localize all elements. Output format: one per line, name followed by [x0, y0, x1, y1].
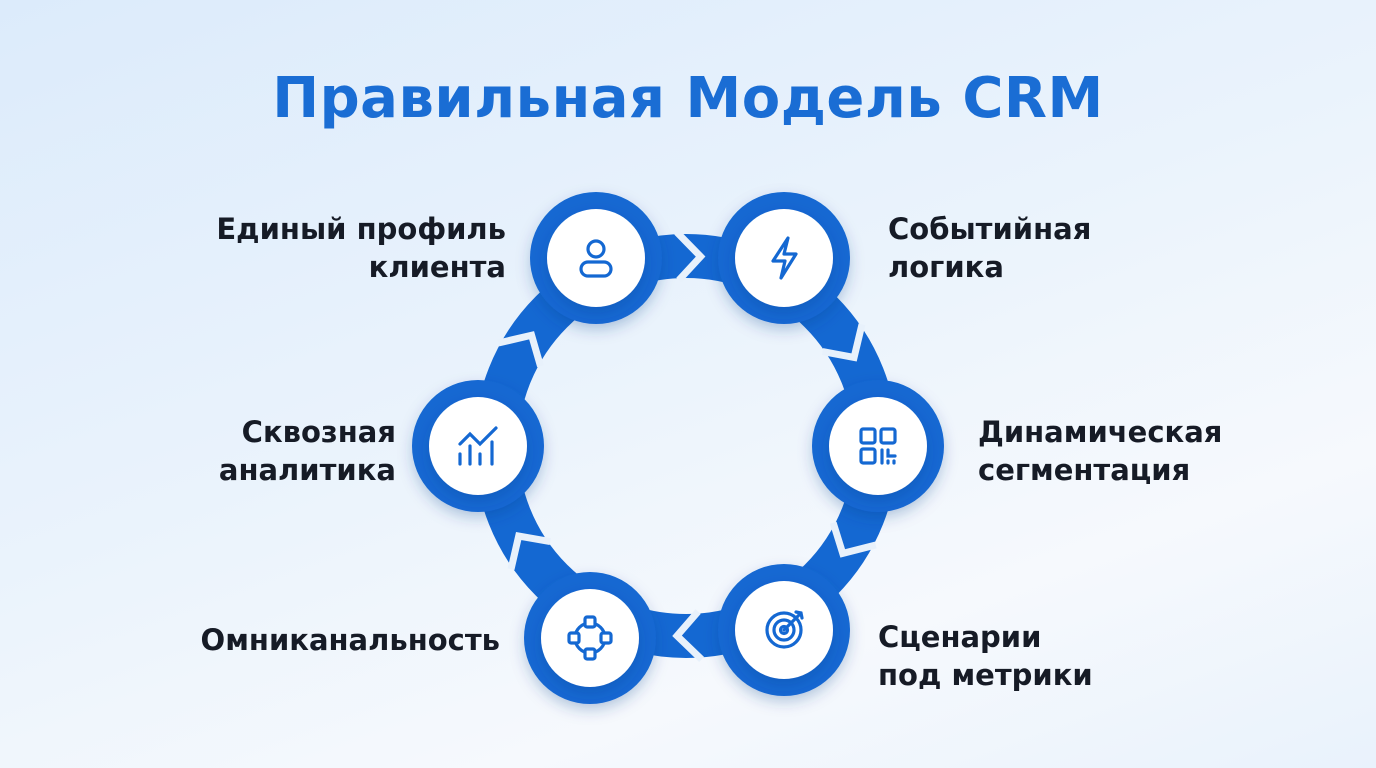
flow-chevron: [829, 521, 877, 558]
user-icon: [579, 239, 613, 278]
analytics-chart-icon: [458, 426, 498, 466]
flow-chevron: [672, 609, 705, 662]
step-node: [412, 380, 544, 512]
network-icon: [567, 615, 613, 661]
node-inner-circle: [541, 589, 639, 687]
node-inner-circle: [429, 397, 527, 495]
step-node: [524, 572, 656, 704]
diagram-title: Правильная Модель CRM: [272, 66, 1104, 131]
step-node: [530, 192, 662, 324]
node-inner-circle: [735, 209, 833, 307]
lightning-icon: [771, 236, 798, 280]
flow-chevron: [674, 229, 706, 283]
step-label-omnichannel: Омниканальность: [200, 623, 500, 657]
segments-grid-icon: [859, 427, 897, 465]
flow-chevron: [497, 331, 544, 368]
flow-chevron: [507, 531, 551, 571]
target-icon: [765, 610, 804, 649]
node-inner-circle: [829, 397, 927, 495]
step-node: [718, 192, 850, 324]
step-node: [718, 564, 850, 696]
step-node: [812, 380, 944, 512]
flow-chevron: [821, 323, 866, 362]
